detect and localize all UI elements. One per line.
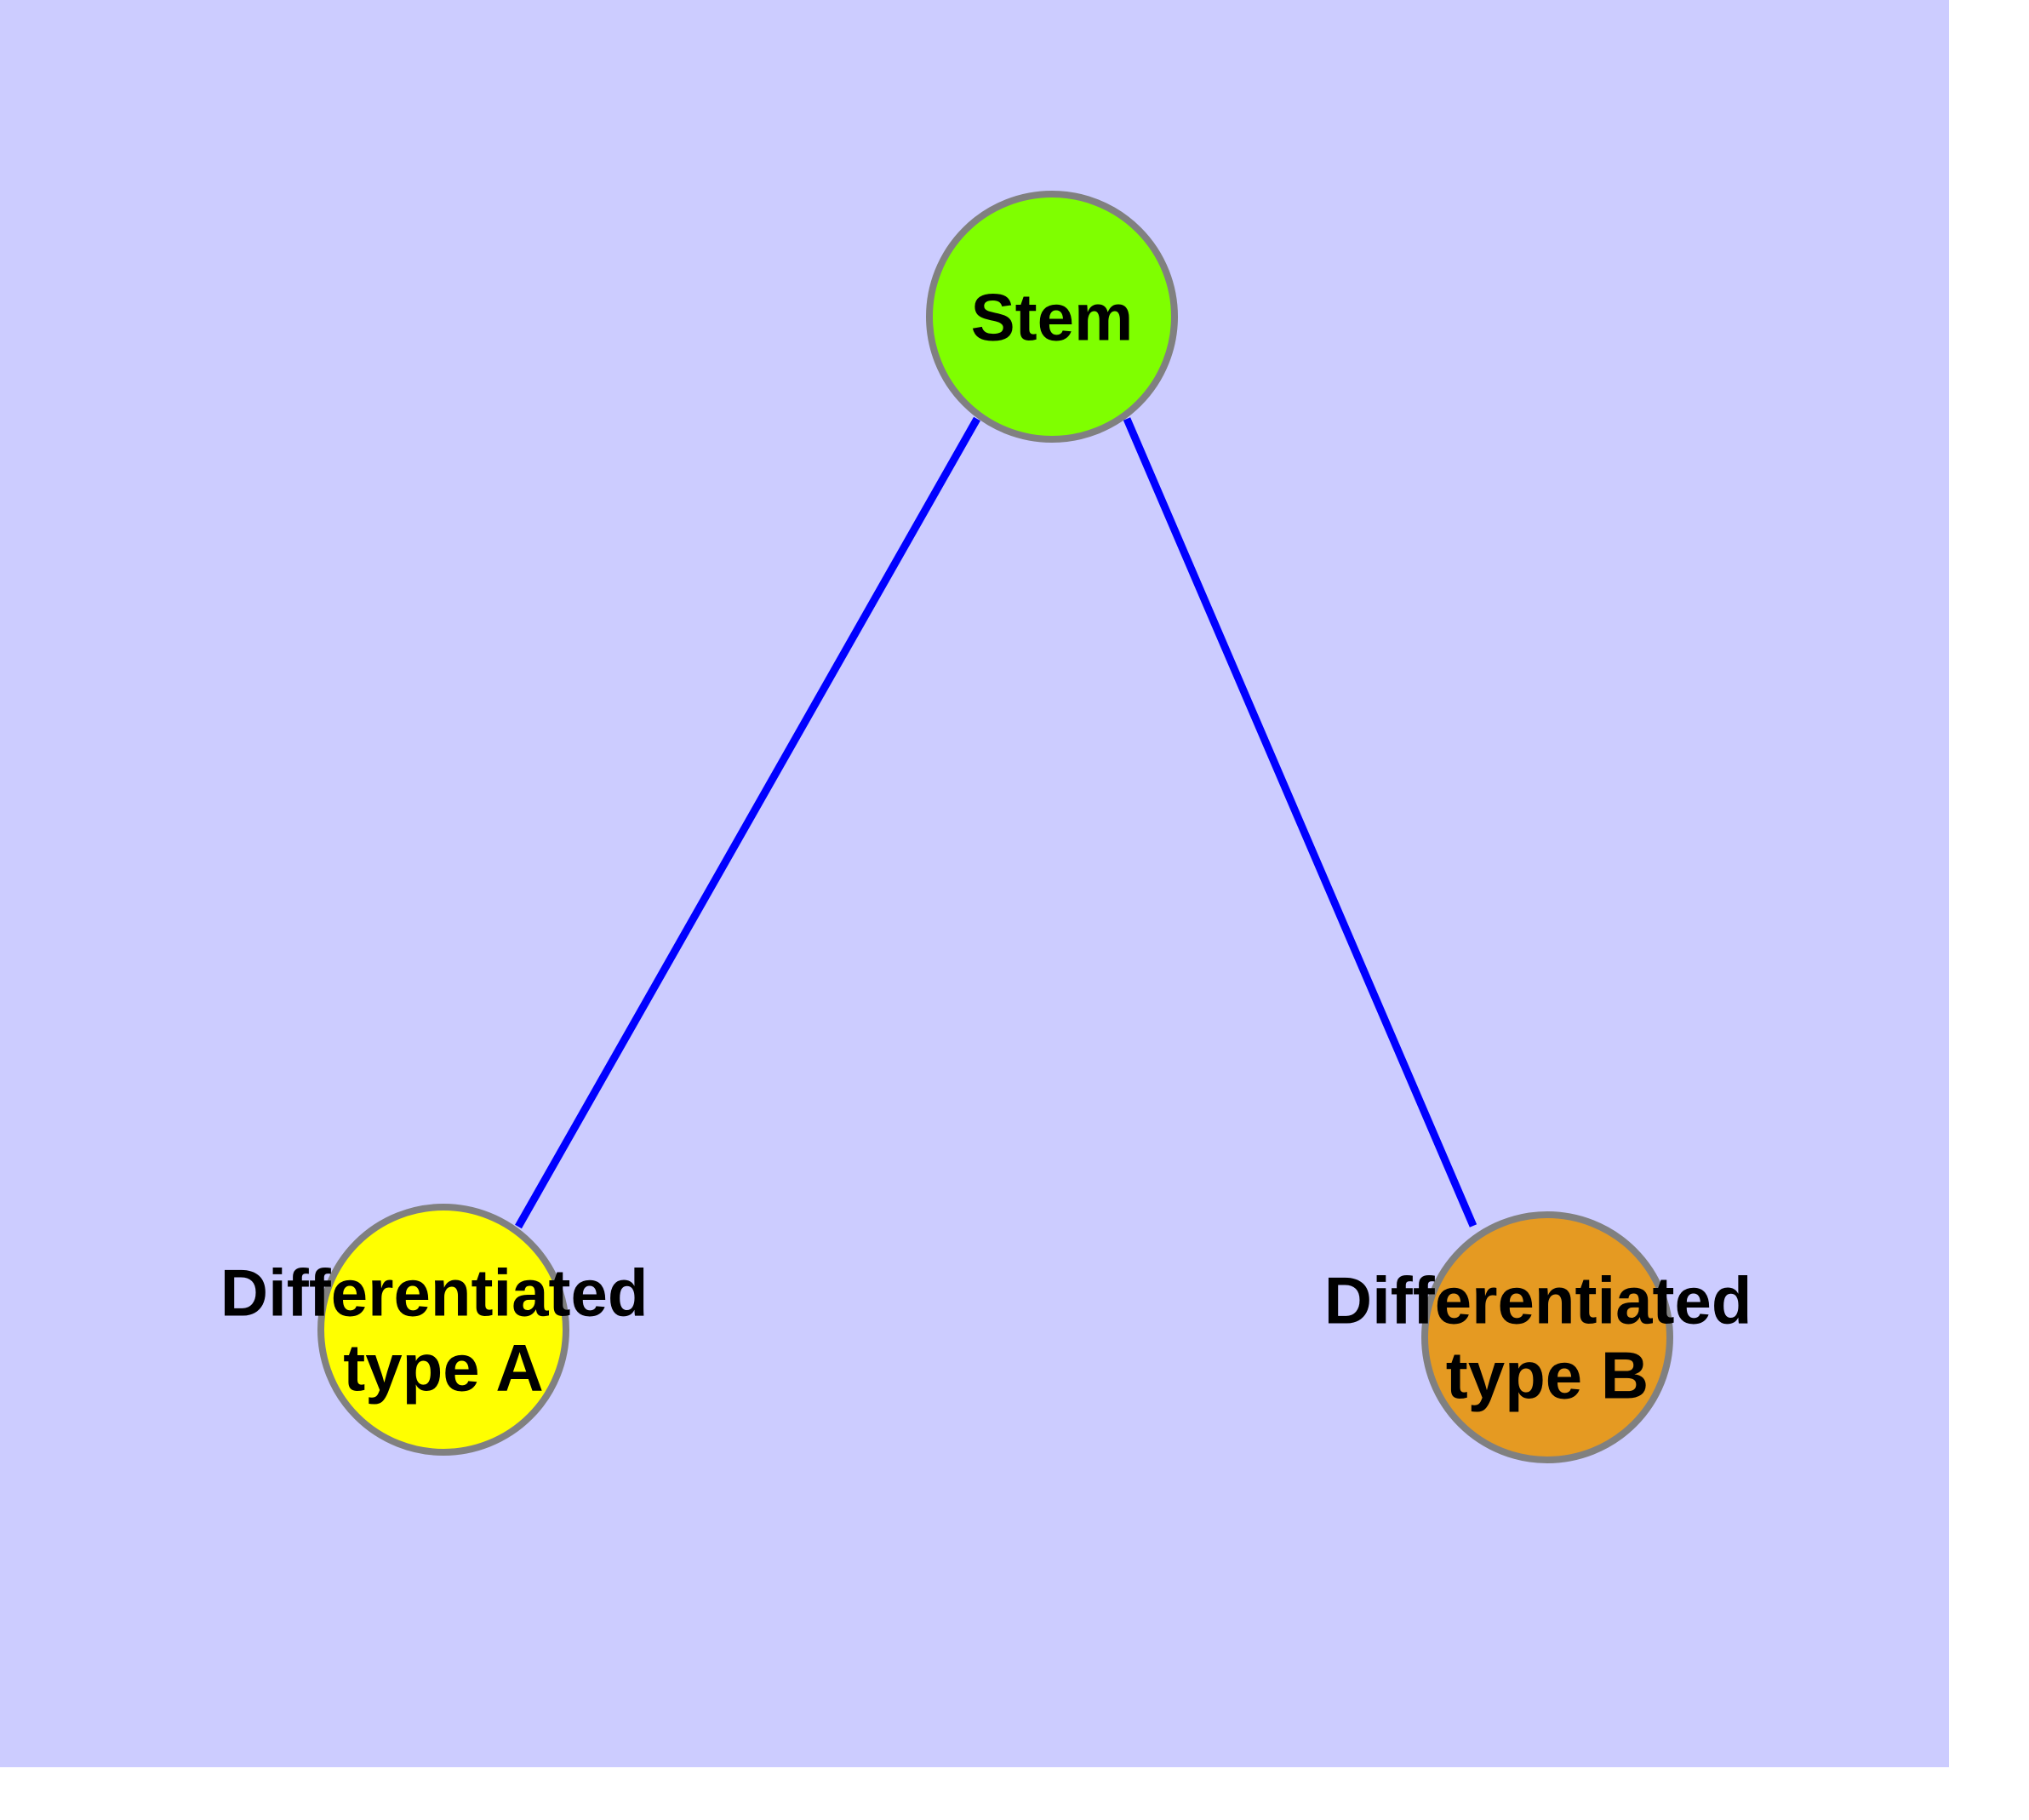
node-differentiated-type-b-label-line-1: Differentiated	[1324, 1262, 1752, 1337]
edge-stem-to-differentiated-type-b[interactable]	[1123, 417, 1477, 1228]
node-differentiated-type-b-circle[interactable]	[1421, 1211, 1673, 1463]
node-differentiated-type-b-label-line-2: type B	[1446, 1337, 1649, 1412]
node-stem-label-line-1: Stem	[971, 279, 1134, 354]
node-differentiated-type-b-label: Differentiated type B	[1324, 1262, 1770, 1412]
node-stem-circle[interactable]	[926, 191, 1178, 443]
node-differentiated-type-a-label: Differentiated type A	[220, 1255, 666, 1405]
node-differentiated-type-a-circle[interactable]	[317, 1204, 569, 1456]
node-differentiated-type-a-label-line-2: type A	[343, 1330, 544, 1405]
label-layer: Stem Differentiated type A Differentiate…	[220, 279, 1770, 1412]
node-differentiated-type-a-label-line-1: Differentiated	[220, 1255, 649, 1330]
edge-stem-to-differentiated-type-a[interactable]	[515, 416, 980, 1229]
node-stem-label: Stem	[971, 279, 1134, 354]
edge-layer	[515, 416, 1477, 1229]
node-layer	[317, 191, 1673, 1463]
